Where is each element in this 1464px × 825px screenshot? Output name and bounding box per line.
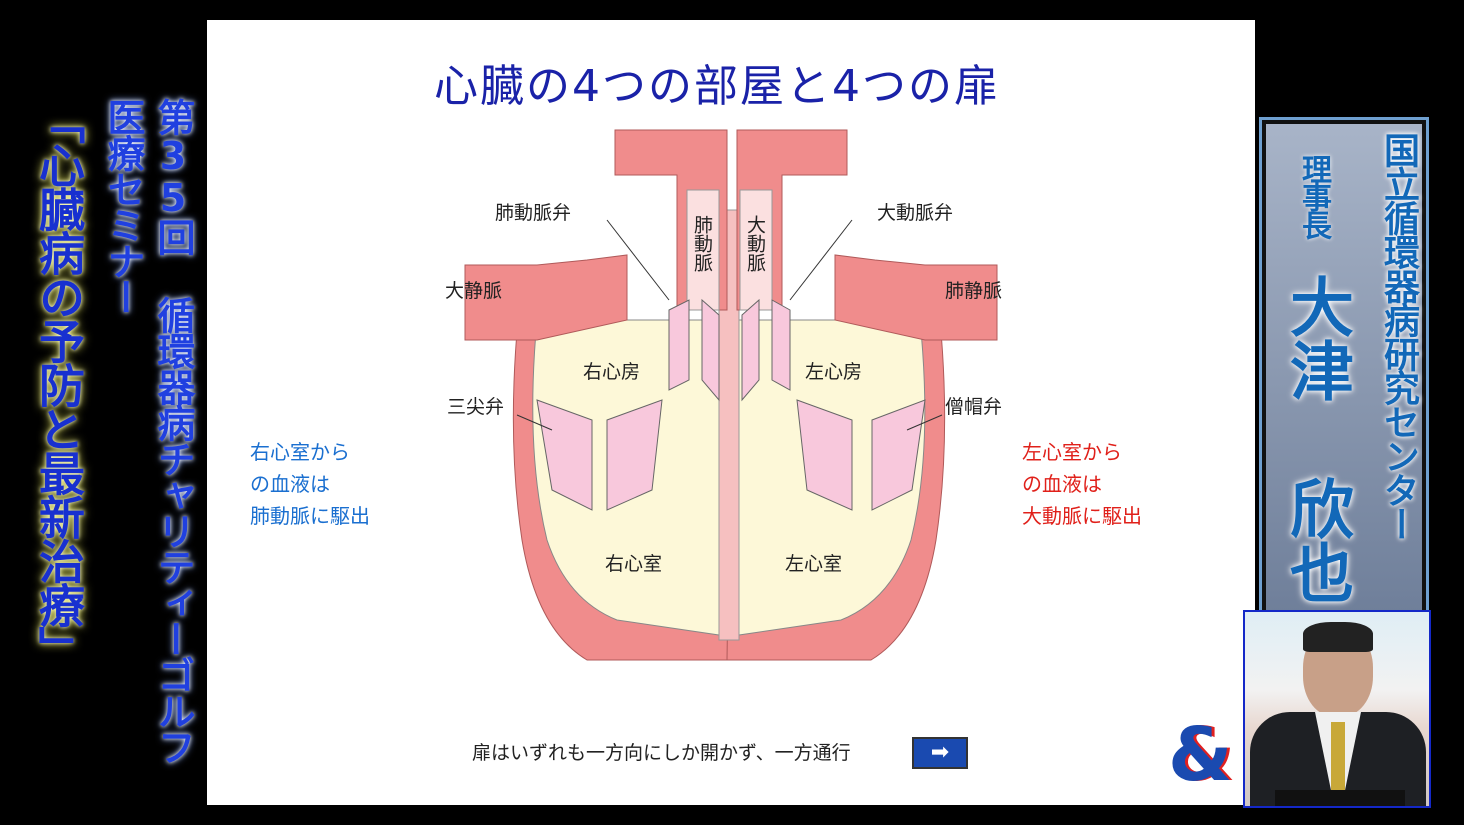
- label-aorta: 大動脈: [744, 215, 766, 272]
- note-line: 左心室から: [1022, 440, 1122, 464]
- septum: [718, 209, 740, 641]
- label-mitral-valve: 僧帽弁: [945, 396, 1003, 418]
- topic-caption: 「心臓病の予防と最新治療」: [32, 98, 86, 670]
- label-tricuspid-valve: 三尖弁: [447, 396, 505, 418]
- mitral-valve: [796, 399, 853, 511]
- label-pulmonary-vein: 肺静脈: [945, 280, 1003, 302]
- label-left-ventricle: 左心室: [785, 553, 843, 575]
- presentation-slide: 心臓の4つの部屋と4つの扉 肺動脈弁 大動脈弁 大静脈 肺静脈 肺動脈 大動脈 …: [207, 20, 1255, 805]
- speaker-tie: [1331, 722, 1345, 802]
- tricuspid-valve: [536, 399, 593, 511]
- event-series-caption: 第35回 循環器病チャリティーゴルフ: [151, 98, 195, 764]
- label-pulmonary-artery: 肺動脈: [691, 215, 713, 272]
- label-vena-cava: 大静脈: [445, 280, 503, 302]
- slide-title: 心臓の4つの部屋と4つの扉: [434, 61, 1000, 112]
- note-line: 右心室から: [250, 440, 350, 464]
- seminar-caption: 医療セミナー: [101, 98, 145, 314]
- aortic-valve: [741, 298, 760, 402]
- note-line: の血液は: [1022, 472, 1102, 496]
- note-line: の血液は: [250, 472, 330, 496]
- pulmonary-valve: [668, 299, 690, 391]
- note-line: 肺動脈に駆出: [250, 504, 370, 528]
- vena-cava: [464, 254, 628, 341]
- speaker-role: 理事長: [1296, 154, 1331, 238]
- speaker-organization: 国立循環器病研究センター: [1378, 132, 1419, 540]
- heart-diagram: [464, 129, 998, 661]
- broadcaster-logo: &: [1168, 712, 1233, 798]
- left-ventricle-note: 左心室から の血液は 大動脈に駆出: [1022, 436, 1142, 532]
- label-left-atrium: 左心房: [805, 361, 863, 383]
- right-ventricle-note: 右心室から の血液は 肺動脈に駆出: [250, 436, 370, 532]
- label-pulmonary-valve: 肺動脈弁: [495, 202, 572, 224]
- slide-footer-note: 扉はいずれも一方向にしか開かず、一方通行: [472, 742, 851, 764]
- label-right-atrium: 右心房: [583, 361, 641, 383]
- speaker-nameplate: 国立循環器病研究センター 理事長 大津 欣也: [1259, 117, 1429, 619]
- speaker-video-inset: [1243, 610, 1431, 808]
- speaker-hair: [1303, 622, 1373, 652]
- podium: [1275, 790, 1405, 806]
- speaker-name: 大津 欣也: [1279, 274, 1353, 604]
- note-line: 大動脈に駆出: [1022, 504, 1142, 528]
- label-aortic-valve: 大動脈弁: [877, 202, 954, 224]
- pulmonary-vein: [834, 254, 998, 341]
- arrow-right-icon: ➡: [912, 737, 968, 769]
- label-right-ventricle: 右心室: [605, 553, 663, 575]
